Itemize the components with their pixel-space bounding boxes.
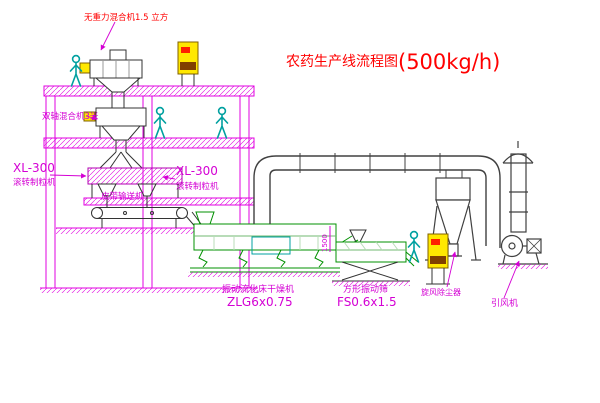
- label-gravity-mixer: 无重力混合机1.5 立方: [84, 12, 168, 23]
- cabinet-right-indicator: [431, 239, 440, 245]
- granulator-hopper-right: [137, 183, 157, 197]
- induced-draft-fan-unit: [498, 234, 548, 269]
- cabinet-left-panel: [180, 62, 196, 70]
- exhaust-duct: [253, 153, 501, 248]
- granulator-unit: [87, 167, 183, 207]
- control-cabinet-right: [426, 233, 450, 285]
- stack-rain-cap: [502, 153, 534, 164]
- granulator-body: [87, 167, 183, 185]
- cyclone-bottom-pipe: [447, 243, 459, 257]
- label-cyclone: 旋风除尘器: [421, 287, 461, 297]
- drawing-title: 农药生产线流程图: [286, 54, 398, 70]
- label-dryer-model: ZLG6x0.75: [227, 295, 293, 309]
- leader-granulator-mid: [162, 175, 176, 181]
- dryer-spring-supports: [198, 249, 324, 268]
- twin-shaft-mixer-unit: [83, 107, 147, 169]
- splitter-chute: [99, 151, 143, 169]
- label-dryer-name: 振动流化床干燥机: [222, 283, 294, 295]
- leader-twin-mixer: [85, 115, 98, 121]
- ground-hatch-base: [40, 288, 258, 293]
- cabinet-right-panel: [430, 256, 446, 264]
- label-granulator-left-model: XL-300: [13, 161, 55, 175]
- sieve-cross-supports: [341, 261, 399, 281]
- vibrating-sieve-unit: [329, 226, 419, 286]
- leader-gravity-mixer: [100, 21, 116, 51]
- dryer-hood-window: [251, 236, 291, 255]
- sieve-ground-hatch: [332, 281, 410, 286]
- drawing-title-capacity: (500kg/h): [398, 50, 500, 74]
- label-belt-conveyor: 皮带输送机: [101, 191, 144, 202]
- duct-outer-wall: [253, 155, 501, 248]
- twin-mixer-body: [95, 107, 147, 127]
- ground-hatch-mezzanine: [56, 228, 206, 234]
- cyclone-cylinder: [435, 177, 471, 201]
- gravity-mixer-unit: [79, 49, 143, 112]
- building-column-left: [45, 95, 56, 289]
- granulator-hopper-left: [97, 183, 117, 197]
- label-granulator-left-name: 滚转制粒机: [13, 177, 56, 188]
- fan-hub: [508, 242, 516, 250]
- cyclone-separator: [425, 177, 481, 261]
- label-twin-shaft-mixer: 双轴混合机3米: [42, 111, 99, 122]
- label-granulator-mid-name: 滚转制粒机: [176, 181, 219, 192]
- control-cabinet-left: [177, 41, 199, 86]
- roof-slab: [43, 85, 255, 97]
- twin-mixer-cone: [100, 125, 142, 141]
- duct-inner-wall: [269, 169, 487, 246]
- fluid-bed-dryer-unit: [188, 211, 359, 277]
- cyclone-leg-right: [468, 205, 477, 261]
- leader-cyclone: [446, 251, 457, 288]
- label-sieve-name: 方形振动筛: [343, 283, 388, 295]
- fan-ground-hatch: [498, 264, 548, 269]
- label-sieve-model: FS0.6x1.5: [337, 295, 397, 309]
- leader-granulator-left: [49, 173, 87, 179]
- leader-fan: [503, 260, 520, 299]
- label-dimension-1500: 1500: [321, 234, 329, 252]
- stack-pipe: [510, 153, 527, 233]
- cabinet-left-indicator: [181, 47, 190, 53]
- exhaust-stack: [502, 141, 534, 233]
- label-granulator-mid-model: XL-300: [176, 164, 218, 178]
- mid-floor-slab: [43, 137, 255, 149]
- label-fan: 引风机: [491, 297, 518, 309]
- leader-lines: [49, 21, 520, 299]
- dryer-ground-hatch: [188, 272, 340, 277]
- belt-conveyor-unit: [91, 207, 205, 231]
